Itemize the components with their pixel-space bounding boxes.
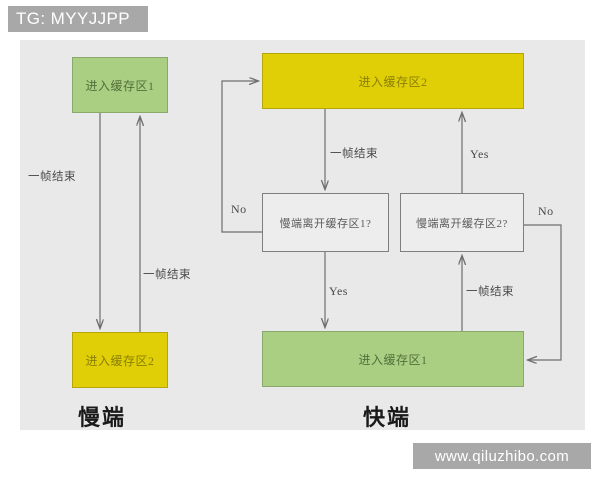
node-label: 进入缓存区1 bbox=[85, 78, 155, 93]
node-label: 进入缓存区2 bbox=[85, 353, 155, 368]
edge-label-yes-right: Yes bbox=[470, 147, 489, 161]
edge-label-no-left: No bbox=[231, 202, 247, 216]
edge-label-frame-up: 一帧结束 bbox=[466, 286, 514, 298]
node-slow-buffer-1[interactable]: 进入缓存区1 bbox=[72, 57, 168, 113]
node-label: 进入缓存区1 bbox=[358, 352, 428, 367]
node-fast-buffer-1[interactable]: 进入缓存区1 bbox=[262, 331, 524, 387]
node-label: 慢端离开缓存区2? bbox=[416, 217, 508, 230]
edge-label-yes-down: Yes bbox=[329, 284, 348, 298]
node-decision-right-buffer-2[interactable]: 慢端离开缓存区2? bbox=[400, 193, 524, 252]
node-fast-buffer-2[interactable]: 进入缓存区2 bbox=[262, 53, 524, 109]
node-label: 慢端离开缓存区1? bbox=[279, 217, 372, 230]
watermark-top-left: TG: MYYJJPP bbox=[8, 6, 148, 32]
edge-label-frame-top: 一帧结束 bbox=[330, 148, 378, 160]
edge-label-slow-down: 一帧结束 bbox=[28, 171, 76, 183]
caption-slow-end: 慢端 bbox=[78, 405, 127, 430]
node-slow-buffer-2[interactable]: 进入缓存区2 bbox=[72, 332, 168, 388]
watermark-bottom-right: www.qiluzhibo.com bbox=[413, 443, 591, 469]
caption-fast-end: 快端 bbox=[363, 405, 412, 430]
edge-label-no-right: No bbox=[538, 204, 554, 218]
edge-label-slow-up: 一帧结束 bbox=[143, 269, 191, 281]
node-label: 进入缓存区2 bbox=[358, 74, 428, 89]
node-decision-left-buffer-1[interactable]: 慢端离开缓存区1? bbox=[262, 193, 389, 252]
